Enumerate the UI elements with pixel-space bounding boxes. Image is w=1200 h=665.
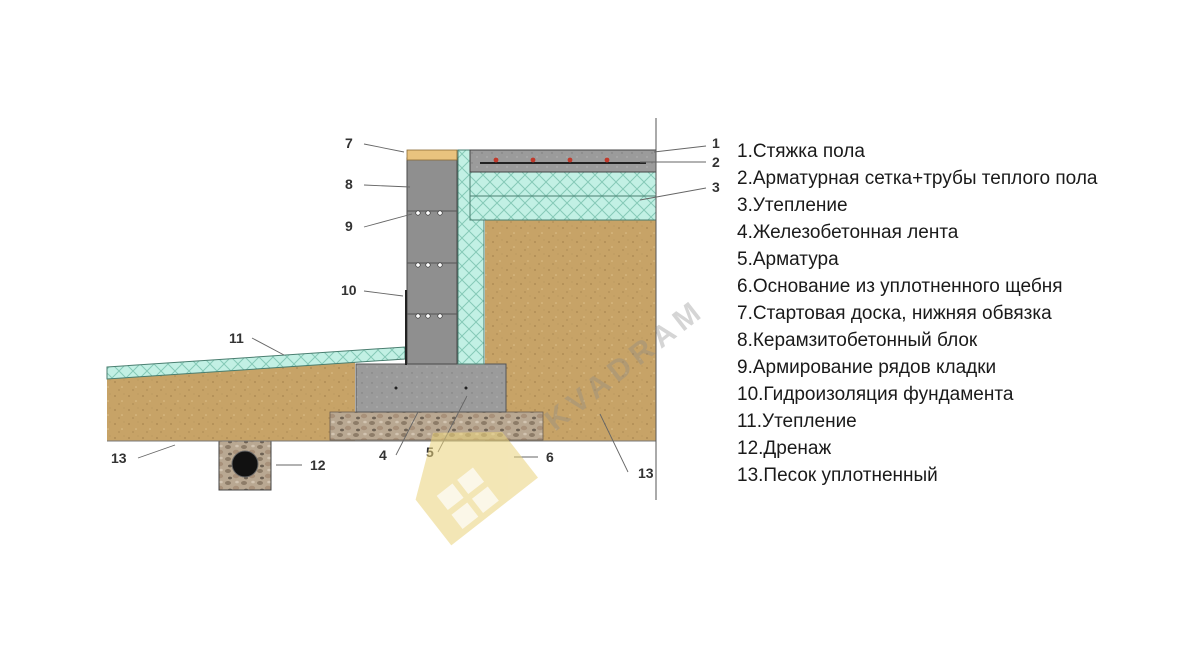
legend-item: 7.Стартовая доска, нижняя обвязка xyxy=(737,303,1052,324)
block-wall xyxy=(406,157,458,365)
masonry-reinforcement xyxy=(415,210,443,319)
callout-13-left: 13 xyxy=(111,450,127,466)
callout-9: 9 xyxy=(345,218,353,234)
legend-item: 4.Железобетонная лента xyxy=(737,222,959,243)
callout-8: 8 xyxy=(345,176,353,192)
callout-3: 3 xyxy=(712,179,720,195)
callout-13-right: 13 xyxy=(638,465,654,481)
callout-6: 6 xyxy=(546,449,554,465)
concrete-strip xyxy=(355,363,507,413)
heating-pipes xyxy=(493,157,610,163)
legend-item: 12.Дренаж xyxy=(737,438,832,459)
sand-fill-right xyxy=(485,220,656,441)
callout-4: 4 xyxy=(379,447,387,463)
callout-7: 7 xyxy=(345,135,353,151)
callout-5: 5 xyxy=(426,444,434,460)
drain-pipe xyxy=(231,450,259,478)
legend-item: 13.Песок уплотненный xyxy=(737,465,938,486)
callout-2: 2 xyxy=(712,154,720,170)
gravel-base xyxy=(329,411,544,441)
rebar-dot xyxy=(464,386,468,390)
callout-11: 11 xyxy=(229,330,244,346)
legend-item: 5.Арматура xyxy=(737,249,839,270)
callout-12: 12 xyxy=(310,457,326,473)
legend-item: 9.Армирование рядов кладки xyxy=(737,357,997,378)
legend-item: 1.Стяжка пола xyxy=(737,141,865,162)
starting-board xyxy=(406,149,458,161)
legend-item: 6.Основание из уплотненного щебня xyxy=(737,276,1063,297)
leader-lines xyxy=(137,143,707,473)
legend-item: 10.Гидроизоляция фундамента xyxy=(737,384,1014,405)
legend-item: 3.Утепление xyxy=(737,195,848,216)
legend-item: 2.Арматурная сетка+трубы теплого пола xyxy=(737,168,1098,189)
legend-item: 8.Керамзитобетонный блок xyxy=(737,330,978,351)
rebar-dot xyxy=(394,386,398,390)
sand-fill-left xyxy=(107,356,355,441)
callout-1: 1 xyxy=(712,135,720,151)
legend-item: 11.Утепление xyxy=(737,411,857,432)
callout-10: 10 xyxy=(341,282,357,298)
legend-list: 1.Стяжка пола 2.Арматурная сетка+трубы т… xyxy=(737,138,1097,489)
